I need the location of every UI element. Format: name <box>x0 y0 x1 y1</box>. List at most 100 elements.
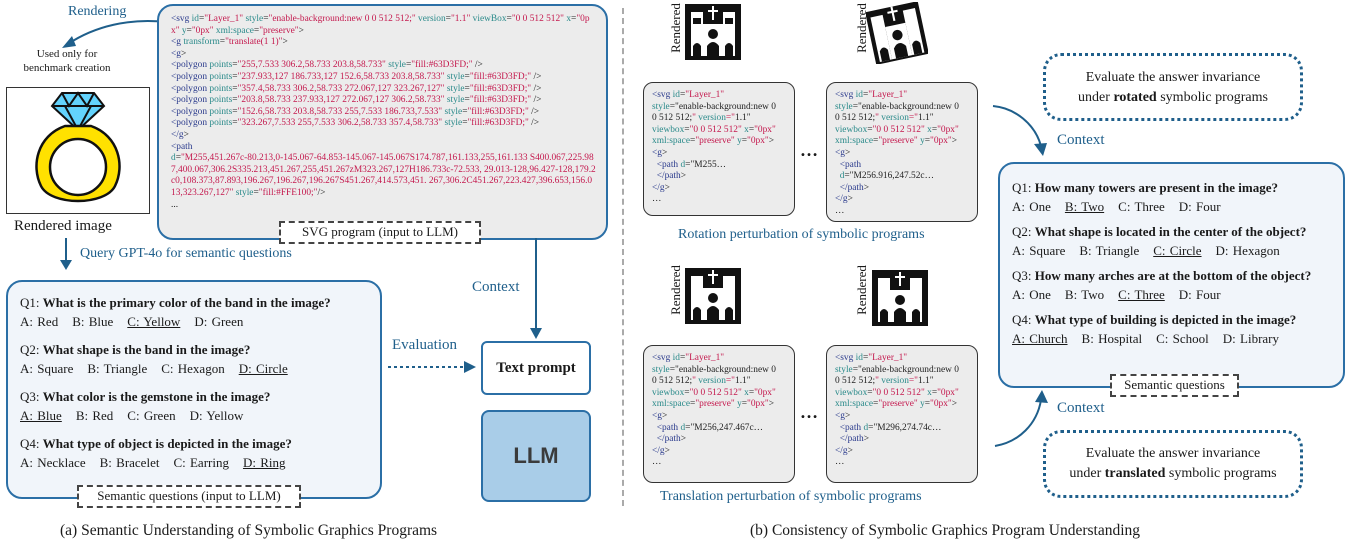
rotation-code-box-1: <svg id="Layer_1"style="enable-backgroun… <box>643 82 795 216</box>
answer-option: A: Necklace <box>20 455 86 470</box>
question-item: Q1: How many towers are present in the i… <box>1012 179 1340 215</box>
answer-option: A: Red <box>20 314 59 329</box>
code-line: … <box>835 457 845 468</box>
answer-options: A: Square B: Triangle C: Circle D: Hexagon <box>1012 242 1340 259</box>
ring-icon <box>35 91 121 203</box>
answer-option: D: Library <box>1222 331 1280 346</box>
translation-ellipsis: … <box>800 402 818 422</box>
answer-option: D: Hexagon <box>1215 243 1280 258</box>
answer-option: B: Hospital <box>1081 331 1143 346</box>
answer-option: B: Two <box>1064 199 1105 214</box>
question-item: Q1: What is the primary color of the ban… <box>20 294 374 330</box>
code-line: <g transform="translate(1 1)"> <box>171 37 288 48</box>
evaluate-translated-line1: Evaluate the answer invariance <box>1085 446 1261 461</box>
code-line: </path> <box>839 182 870 193</box>
question-text: Q2: What shape is the band in the image? <box>20 342 251 357</box>
code-line: <polygon points="323.267,7.533 255,7.533… <box>171 118 540 129</box>
answer-option: A: Square <box>1012 243 1066 258</box>
answer-option: D: Four <box>1178 199 1221 214</box>
question-text: Q3: How many arches are at the bottom of… <box>1012 268 1312 283</box>
code-line: style="enable-background:new 0 <box>835 101 959 112</box>
evaluation-arrow <box>388 361 476 373</box>
question-text: Q2: What shape is located in the center … <box>1012 224 1307 239</box>
code-line: </g> <box>835 194 853 205</box>
code-line: viewbox="0 0 512 512" x="0px" <box>835 124 959 135</box>
question-text: Q1: What is the primary color of the ban… <box>20 295 331 310</box>
answer-option: C: Earring <box>173 455 229 470</box>
answer-option: B: Red <box>75 408 114 423</box>
answer-option: C: Three <box>1118 287 1165 302</box>
code-line: d="M256.916,247.52c… <box>839 171 934 182</box>
context-label-top: Context <box>1057 132 1105 148</box>
code-line: </g> <box>835 445 853 456</box>
svg-program-label: SVG program (input to LLM) <box>279 221 481 244</box>
answer-option: C: Green <box>127 408 176 423</box>
caption-a: (a) Semantic Understanding of Symbolic G… <box>60 522 438 539</box>
answer-option: C: Three <box>1118 199 1165 214</box>
evaluation-label: Evaluation <box>392 337 457 353</box>
code-line: 0 512 512;" version="1.1" <box>835 113 934 124</box>
code-line: <polygon points="152.6,58.733 203.8,58.7… <box>171 106 540 117</box>
code-line: <svg id="Layer_1" <box>835 90 908 100</box>
code-line: … <box>652 457 662 468</box>
code-line: <path d="M255… <box>656 159 727 170</box>
answer-option: D: Green <box>194 314 244 329</box>
question-text: Q3: What color is the gemstone in the im… <box>20 389 271 404</box>
code-line: <svg id="Layer_1" <box>652 353 725 363</box>
code-line: <path <box>171 141 193 152</box>
semantic-questions-label: Semantic questions (input to LLM) <box>77 485 301 508</box>
rotation-code-box-2: <svg id="Layer_1"style="enable-backgroun… <box>826 82 978 222</box>
answer-option: B: Triangle <box>1079 243 1140 258</box>
answer-option: B: Blue <box>72 314 114 329</box>
questions-list: Q1: What is the primary color of the ban… <box>20 294 374 482</box>
question-item: Q4: What type of object is depicted in t… <box>20 435 374 471</box>
code-line: xml:space="preserve" y="0px"> <box>652 136 775 147</box>
question-item: Q4: What type of building is depicted in… <box>1012 311 1340 347</box>
answer-option: C: Hexagon <box>161 361 225 376</box>
question-item: Q3: What color is the gemstone in the im… <box>20 388 374 424</box>
answer-option: D: Circle <box>238 361 288 376</box>
semantic-questions-label-right: Semantic questions <box>1110 374 1239 397</box>
questions-list-right: Q1: How many towers are present in the i… <box>1012 179 1340 355</box>
code-line: viewbox="0 0 512 512" x="0px" <box>652 124 776 135</box>
code-line: </path> <box>839 434 870 445</box>
question-item: Q2: What shape is located in the center … <box>1012 223 1340 259</box>
query-label: Query GPT-4o for semantic questions <box>80 246 292 261</box>
code-line: viewbox="0 0 512 512" x="0px" <box>835 387 959 398</box>
answer-option: A: One <box>1012 287 1051 302</box>
code-line: <polygon points="237.933,127 186.733,127… <box>171 71 542 82</box>
answer-option: B: Bracelet <box>99 455 160 470</box>
code-line: xml:space="preserve" y="0px"> <box>835 136 958 147</box>
question-text: Q1: How many towers are present in the i… <box>1012 180 1278 195</box>
rendered-image-frame <box>6 87 150 214</box>
church-icon-rot-1 <box>683 2 743 62</box>
question-item: Q3: How many arches are at the bottom of… <box>1012 267 1340 303</box>
code-line: viewbox="0 0 512 512" x="0px" <box>652 387 776 398</box>
evaluate-translated-box: Evaluate the answer invariance under tra… <box>1043 430 1303 498</box>
code-line: <svg id="Layer_1" <box>652 90 725 100</box>
translation-code-box-2: <svg id="Layer_1"style="enable-backgroun… <box>826 345 978 483</box>
semantic-questions-panel-right: Q1: How many towers are present in the i… <box>998 162 1345 388</box>
rendered-image-label: Rendered image <box>14 218 112 234</box>
text-prompt-box: Text prompt <box>481 341 591 395</box>
code-line: <g> <box>652 410 668 421</box>
semantic-questions-panel: Q1: What is the primary color of the ban… <box>6 280 382 499</box>
svg-program-code: <svg id="Layer_1" style="enable-backgrou… <box>171 14 596 211</box>
answer-option: B: Two <box>1064 287 1105 302</box>
answer-option: A: One <box>1012 199 1051 214</box>
code-line: <polygon points="357.4,58.733 306.2,58.7… <box>171 83 542 94</box>
query-arrow <box>60 238 72 270</box>
translation-caption: Translation perturbation of symbolic pro… <box>660 489 922 504</box>
question-item: Q2: What shape is the band in the image?… <box>20 341 374 377</box>
code-line: <path <box>839 159 862 170</box>
evaluate-translated-line2: under translated symbolic programs <box>1069 466 1277 481</box>
code-line: <svg id="Layer_1" <box>835 353 908 363</box>
context-arrow-top <box>992 105 1047 156</box>
answer-option: C: Circle <box>1153 243 1202 258</box>
rotation-caption: Rotation perturbation of symbolic progra… <box>678 227 925 242</box>
evaluate-rotated-line2: under rotated symbolic programs <box>1078 90 1268 105</box>
llm-box: LLM <box>481 410 591 502</box>
church-icon-rot-2 <box>865 1 929 65</box>
